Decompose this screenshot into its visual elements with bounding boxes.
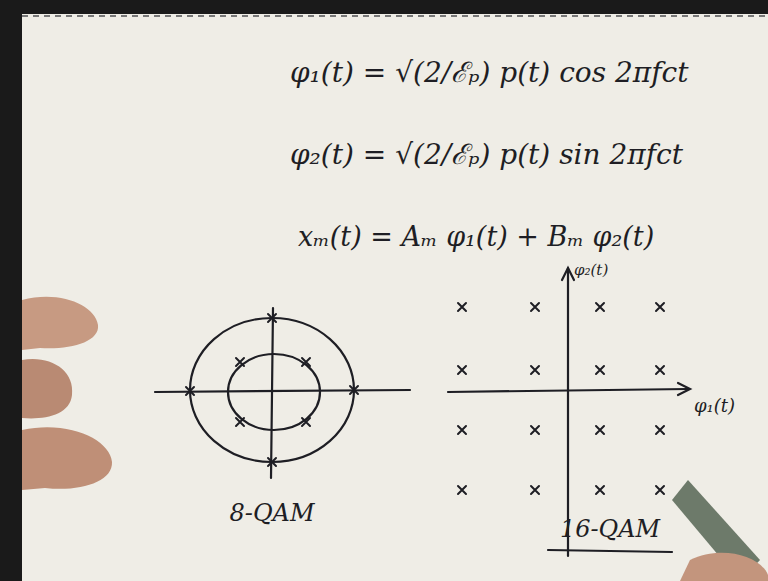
constellation-name: 16-QAM: [560, 516, 660, 542]
constellation-point: [350, 386, 358, 394]
axis-label: φ₂(t): [574, 262, 608, 279]
constellation-point: [531, 426, 539, 434]
hand-finger: [22, 297, 98, 350]
constellation-point: [596, 366, 604, 374]
constellation-point: [302, 418, 310, 426]
top-frame: [0, 0, 768, 14]
constellation-point: [531, 366, 539, 374]
constellation-point: [268, 458, 276, 466]
q-axis: [567, 268, 569, 556]
arrow-head: [562, 268, 574, 280]
hand-palm: [22, 359, 72, 418]
signal-equation: xₘ(t) = Aₘ φ₁(t) + Bₘ φ₂(t): [298, 222, 654, 252]
hand-finger: [22, 427, 112, 490]
sheet-edge: [0, 15, 768, 17]
constellation-point: [302, 358, 310, 366]
constellation-point: [656, 303, 664, 311]
constellation-point: [236, 418, 244, 426]
underline: [548, 550, 672, 552]
basis-equation: φ₂(t) = √(2/ℰₚ) p(t) sin 2πfct: [290, 140, 683, 171]
i-axis: [155, 390, 410, 392]
constellation-point: [656, 366, 664, 374]
constellation-point: [531, 303, 539, 311]
constellation-point: [656, 426, 664, 434]
constellation-point: [656, 486, 664, 494]
constellation-point: [236, 358, 244, 366]
constellation-name: 8-QAM: [230, 500, 315, 526]
constellation-point: [531, 486, 539, 494]
i-axis: [448, 389, 688, 392]
constellation-point: [458, 366, 466, 374]
constellation-point: [458, 303, 466, 311]
left-frame: [0, 0, 22, 581]
constellation-point: [458, 486, 466, 494]
constellation-point: [186, 387, 194, 395]
basis-equation: φ₁(t) = √(2/ℰₚ) p(t) cos 2πfct: [290, 58, 688, 89]
constellation-point: [268, 314, 276, 322]
constellation-point: [596, 486, 604, 494]
outer-circle: [190, 318, 354, 462]
arrow-head: [678, 383, 690, 395]
axis-label: φ₁(t): [694, 396, 735, 416]
hand-fingers: [680, 553, 768, 581]
constellation-point: [596, 303, 604, 311]
constellation-point: [596, 426, 604, 434]
constellation-point: [458, 426, 466, 434]
q-axis: [271, 308, 273, 478]
inner-circle: [228, 354, 320, 430]
